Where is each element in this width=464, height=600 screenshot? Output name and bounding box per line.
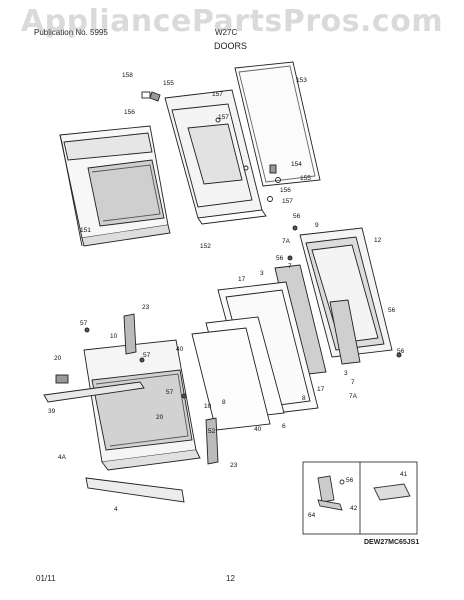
part-number-label: 39	[48, 408, 56, 415]
part-number-label: 57	[143, 352, 151, 359]
lower-door-gasket-panel	[299, 227, 393, 358]
part-number-label: 42	[350, 505, 358, 512]
lower-door-glass	[191, 316, 285, 431]
part-number-label: 23	[230, 462, 238, 469]
part-number-label: 20	[156, 414, 164, 421]
part-number-label: 6	[282, 423, 286, 430]
part-number-label: 151	[80, 227, 91, 234]
part-number-label: 40	[176, 346, 184, 353]
part-number-label: 17	[317, 386, 325, 393]
door-handle	[43, 374, 145, 403]
part-number-label: 152	[200, 243, 211, 250]
part-number-label: 158	[122, 72, 133, 79]
part-number-label: 155	[163, 80, 174, 87]
part-number-label: 10	[204, 403, 212, 410]
kick-panel	[85, 477, 185, 503]
part-number-label: 12	[374, 237, 382, 244]
part-number-label: 23	[142, 304, 150, 311]
part-number-label: 17	[238, 276, 246, 283]
upper-inner-door-liner	[164, 89, 267, 225]
screws	[84, 225, 402, 399]
part-number-label: 7	[288, 263, 292, 270]
part-number-label: 8	[302, 395, 306, 402]
upper-door-glass	[234, 61, 321, 187]
part-number-label: 157	[212, 91, 223, 98]
lower-outer-door-panel	[83, 339, 201, 471]
part-number-label: 7	[351, 379, 355, 386]
part-number-label: 56	[388, 307, 396, 314]
footer-page-number: 12	[226, 574, 235, 583]
lower-door-hinges	[123, 313, 219, 465]
part-number-label: 157	[282, 198, 293, 205]
part-number-label: 56	[276, 255, 284, 262]
part-number-label: 41	[400, 471, 408, 478]
part-number-label: 40	[254, 426, 262, 433]
part-number-label: 4A	[58, 454, 67, 461]
part-number-label: 154	[291, 161, 302, 168]
part-number-label: 57	[80, 320, 88, 327]
part-number-label: 7A	[349, 393, 358, 400]
part-number-label: 156	[124, 109, 135, 116]
part-number-label: 155	[300, 175, 311, 182]
model-number: W27C	[215, 28, 238, 37]
inset-detail	[302, 461, 418, 535]
part-number-label: 153	[296, 77, 307, 84]
publication-number: Publication No. 5995	[34, 28, 108, 37]
part-number-label: 57	[166, 389, 174, 396]
part-number-label: 52	[208, 428, 216, 435]
part-number-label: 8	[222, 399, 226, 406]
diagram-code: DEW27MC65JS1	[364, 539, 420, 546]
upper-hinge-parts	[141, 91, 281, 202]
part-number-label: 7A	[282, 238, 291, 245]
upper-outer-door-panel	[59, 125, 171, 247]
part-number-label: 56	[293, 213, 301, 220]
part-number-label: 4	[114, 506, 118, 513]
part-number-label: 56	[346, 477, 354, 484]
part-number-label: 64	[308, 512, 316, 519]
part-number-label: 20	[54, 355, 62, 362]
part-number-label: 56	[397, 348, 405, 355]
footer-date: 01/11	[36, 574, 56, 583]
section-title: DOORS	[214, 41, 248, 51]
part-number-label: 3	[260, 270, 264, 277]
part-number-label: 156	[280, 187, 291, 194]
part-number-label: 10	[110, 333, 118, 340]
part-number-label: 157	[218, 114, 229, 121]
part-number-label: 3	[344, 370, 348, 377]
part-number-label: 9	[315, 222, 319, 229]
